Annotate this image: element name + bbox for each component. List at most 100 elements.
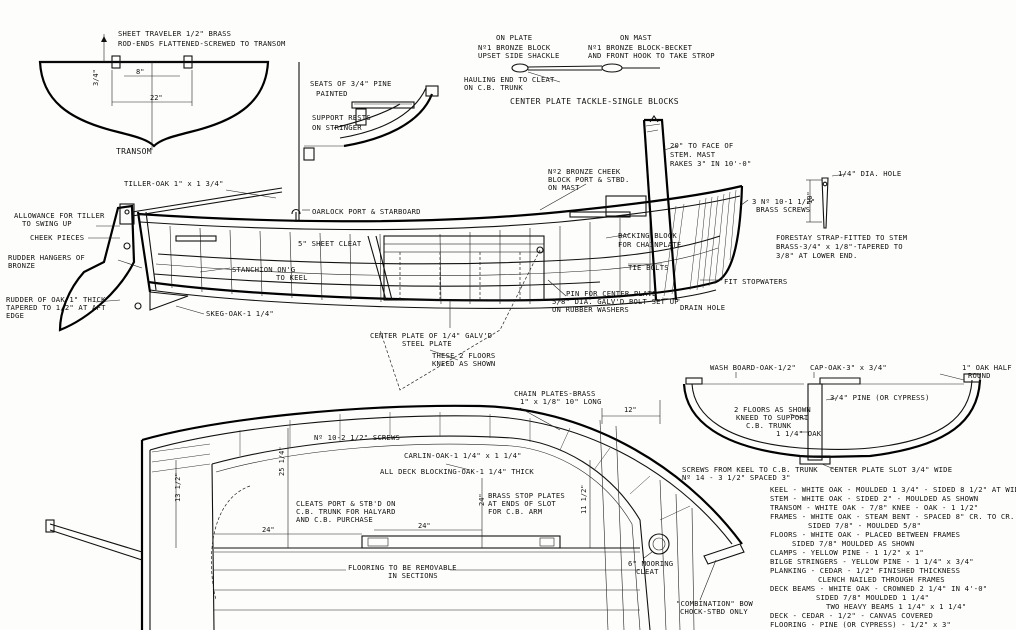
midship-section-view: WASH BOARD-OAK-1/2" CAP-OAK-3" x 3/4" 1"…	[682, 363, 1012, 482]
mooring-cleat-note: 6" MOORING	[628, 559, 673, 568]
center-plate-tackle-view: ON PLATE ON MAST Nº1 BRONZE BLOCK UPSET …	[464, 33, 715, 106]
tie-bolts-note: TIE BOLTS	[628, 263, 669, 272]
forestay-brass-note: BRASS-3/4" x 1/8"-TAPERED TO	[776, 242, 903, 251]
cheek-block-port-note: BLOCK PORT & STBD.	[548, 175, 630, 184]
span-24-right-dimension: 24"	[418, 522, 431, 530]
cap-note: CAP-OAK-3" x 3/4"	[810, 363, 887, 372]
support-stringer-note: ON STRINGER	[312, 123, 362, 132]
schedule-line-10: PLANKING - CEDAR - 1/2" FINISHED THICKNE…	[770, 566, 960, 575]
schedule-line-2: STEM - WHITE OAK - SIDED 2" - MOULDED AS…	[770, 494, 978, 503]
block-2-note: Nº1 BRONZE BLOCK-BECKET	[588, 43, 693, 52]
sheet-traveler-note: SHEET TRAVELER 1/2" BRASS	[118, 29, 231, 38]
sheet-cleat-note: 5" SHEET CLEAT	[298, 239, 362, 248]
pin-bolt-note: 5/8" DIA. GALV'D BOLT SET UP	[552, 297, 679, 306]
cheek-pieces-note: CHEEK PIECES	[30, 233, 84, 242]
forestay-taper-note: 3/8" AT LOWER END.	[776, 251, 858, 260]
rudder-hangers-note: RUDDER HANGERS OF	[8, 253, 85, 262]
seats-painted-note: PAINTED	[316, 89, 348, 98]
schedule-line-13: SIDED 7/8" MOULDED 1 1/4"	[816, 593, 929, 602]
seat-detail-view: SEATS OF 3/4" PINE PAINTED SUPPORT RESTS…	[298, 62, 439, 220]
schedule-line-7: SIDED 7/8" MOULDED AS SHOWN	[792, 539, 914, 548]
backing-block-note: BACKING BLOCK	[618, 231, 677, 240]
mast-stem-note: STEM. MAST	[670, 150, 716, 159]
transom-title: TRANSOM	[116, 147, 152, 156]
cheek-block-note: Nº2 BRONZE CHEEK	[548, 167, 621, 176]
deck-screws-note: Nº 10-2 1/2" SCREWS	[314, 433, 400, 442]
beam-11-dimension: 11 1/2"	[580, 484, 588, 514]
backing-chainplate-note: FOR CHAINPLATE	[618, 240, 681, 249]
schedule-line-5: SIDED 7/8" - MOULDED 5/8"	[808, 521, 921, 530]
transom-inner-dimension: 8"	[136, 68, 144, 76]
rudder-note: RUDDER OF OAK-1" THICK	[6, 295, 106, 304]
keel-screws-note: SCREWS FROM KEEL TO C.B. TRUNK	[682, 465, 818, 474]
cheek-block-mast-note: ON MAST	[548, 183, 580, 192]
slot-note: CENTER PLATE SLOT 3/4" WIDE	[830, 465, 952, 474]
schedule-line-1: KEEL - WHITE OAK - MOULDED 1 3/4" - SIDE…	[770, 485, 1016, 494]
two-floors-note: THESE 2 FLOORS	[432, 351, 495, 360]
bow-chock-note: "COMBINATION" BOW	[676, 599, 753, 608]
schedule-line-8: CLAMPS - YELLOW PINE - 1 1/2" x 1"	[770, 548, 924, 557]
mast-rake-note: RAKES 3" IN 10'-0"	[670, 159, 752, 168]
deck-blocking-note: ALL DECK BLOCKING-OAK-1 1/4" THICK	[380, 467, 534, 476]
section-trunk-note: C.B. TRUNK	[746, 421, 792, 430]
schedule-line-16: FLOORING - PINE (OR CYPRESS) - 1/2" x 3"	[770, 620, 951, 629]
rudder-hangers-bronze-note: BRONZE	[8, 261, 35, 270]
center-plate-note: CENTER PLATE OF 1/4" GALV'D	[370, 331, 492, 340]
chain-plates-note: CHAIN PLATES-BRASS	[514, 389, 596, 398]
stop-plates-arm-note: FOR C.B. ARM	[488, 507, 543, 516]
stanchion-note: STANCHION ON'G	[232, 265, 295, 274]
block-2-hook-note: AND FRONT HOOK TO TAKE STROP	[588, 51, 715, 60]
rudder-edge-note: EDGE	[6, 311, 24, 320]
stanchion-keel-note: TO KEEL	[276, 273, 308, 282]
stopwaters-note: FIT STOPWATERS	[724, 277, 787, 286]
mast-position-note: 20" TO FACE OF	[670, 141, 733, 150]
block-1-note: Nº1 BRONZE BLOCK	[478, 43, 551, 52]
forestay-strap-note: FORESTAY STRAP-FITTED TO STEM	[776, 233, 908, 242]
transom-view: 3/4" 8" 22" TRANSOM SHEET TRAVELER 1/2" …	[38, 29, 286, 156]
support-rests-note: SUPPORT RESTS	[312, 113, 371, 122]
tackle-caption: CENTER PLATE TACKLE-SINGLE BLOCKS	[510, 97, 679, 106]
schedule-line-15: DECK - CEDAR - 1/2" - CANVAS COVERED	[770, 611, 933, 620]
chain-plate-offset-dimension: 12"	[624, 406, 637, 414]
brass-screws-type-note: BRASS SCREWS	[756, 205, 810, 214]
half-round-label: ROUND	[968, 371, 991, 380]
schedule-line-4: FRAMES - WHITE OAK - STEAM BENT - SPACED…	[770, 512, 1014, 521]
transom-height-dimension: 3/4"	[92, 69, 100, 86]
hauling-end-note: HAULING END TO CLEAT	[464, 75, 555, 84]
hauling-cleat-note: ON C.B. TRUNK	[464, 83, 523, 92]
transom-width-dimension: 22"	[150, 94, 163, 102]
materials-schedule: KEEL - WHITE OAK - MOULDED 1 3/4" - SIDE…	[770, 485, 1016, 629]
forestay-hole-note: 1/4" DIA. HOLE	[838, 169, 901, 178]
flooring-note: FLOORING TO BE REMOVABLE	[348, 563, 457, 572]
cleats-note: CLEATS PORT & STB'D ON	[296, 499, 396, 508]
flooring-sections-note: IN SECTIONS	[388, 571, 438, 580]
schedule-line-12: DECK BEAMS - WHITE OAK - CROWNED 2 1/4" …	[770, 584, 987, 593]
cleats-trunk-note: C.B. TRUNK FOR HALYARD	[296, 507, 396, 516]
pine-note: 3/4" PINE (OR CYPRESS)	[830, 393, 930, 402]
span-24-left-dimension: 24"	[262, 526, 275, 534]
stop-plates-slot-note: AT ENDS OF SLOT	[488, 499, 556, 508]
cleats-purchase-note: AND C.B. PURCHASE	[296, 515, 373, 524]
allowance-swing-note: TO SWING UP	[22, 219, 72, 228]
section-floors-note: 2 FLOORS AS SHOWN	[734, 405, 811, 414]
rod-ends-note: ROD-ENDS FLATTENED-SCREWED TO TRANSOM	[118, 39, 286, 48]
beam-13-dimension: 13 1/2"	[174, 472, 182, 502]
schedule-line-14: TWO HEAVY BEAMS 1 1/4" x 1 1/4"	[826, 602, 966, 611]
section-kneed-note: KNEED TO SUPPORT	[736, 413, 809, 422]
on-plate-label: ON PLATE	[496, 33, 532, 42]
drain-hole-note: DRAIN HOLE	[680, 303, 725, 312]
brass-screws-note: 3 Nº 10-1 1/2"	[752, 197, 815, 206]
keel-screws-spacing-note: Nº 14 - 3 1/2" SPACED 3"	[682, 473, 791, 482]
beam-25-dimension: 25 1/4"	[278, 446, 286, 476]
bow-chock-stbd-note: CHOCK-STBD ONLY	[680, 607, 748, 616]
block-1-shackle-note: UPSET SIDE SHACKLE	[478, 51, 560, 60]
chain-plates-size-note: 1" x 1/8" 10" LONG	[520, 397, 602, 406]
pin-washers-note: ON RUBBER WASHERS	[552, 305, 629, 314]
pin-note: PIN FOR CENTER PLATE	[566, 289, 657, 298]
rudder-taper-note: TAPERED TO 1/2" AT AFT	[6, 303, 106, 312]
carlin-note: CARLIN-OAK-1 1/4" x 1 1/4"	[404, 451, 522, 460]
stop-plates-note: BRASS STOP PLATES	[488, 491, 565, 500]
oarlock-note: OARLOCK PORT & STARBOARD	[312, 207, 421, 216]
center-plate-steel-note: STEEL PLATE	[402, 339, 452, 348]
